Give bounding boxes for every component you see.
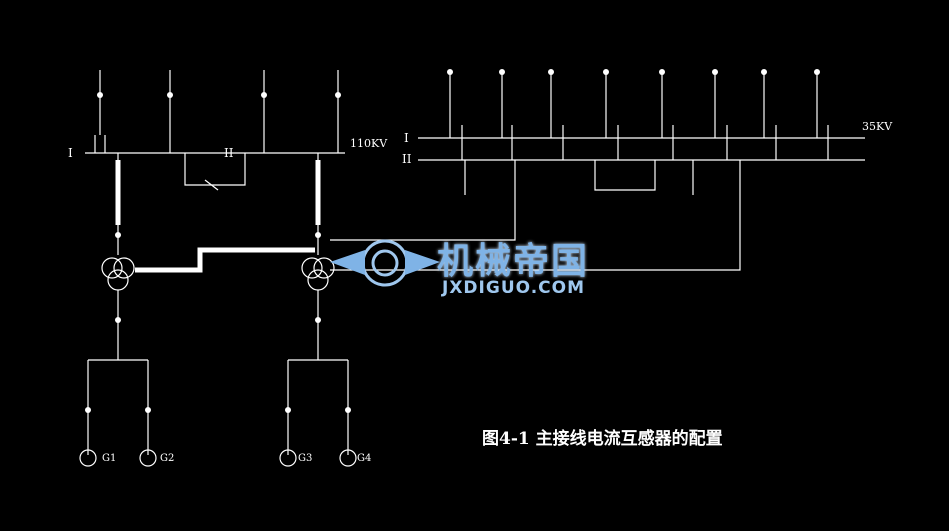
generator-label-g3: G3 bbox=[298, 453, 313, 464]
right-voltage-label: 35KV bbox=[862, 120, 893, 133]
left-bus2-label: II bbox=[224, 146, 234, 160]
watermark-title: 机械帝国 bbox=[437, 241, 590, 282]
right-bus2-label: II bbox=[402, 152, 412, 166]
generator-label-g4: G4 bbox=[357, 453, 372, 464]
watermark-url: JXDIGUO.COM bbox=[442, 278, 586, 298]
left-bus1-label: I bbox=[68, 146, 73, 160]
generator-label-g1: G1 bbox=[102, 453, 117, 464]
left-voltage-label: 110KV bbox=[350, 137, 388, 150]
figure-caption: 图4-1 主接线电流互感器的配置 bbox=[482, 429, 723, 449]
generator-label-g2: G2 bbox=[160, 453, 175, 464]
right-bus1-label: I bbox=[404, 131, 409, 145]
